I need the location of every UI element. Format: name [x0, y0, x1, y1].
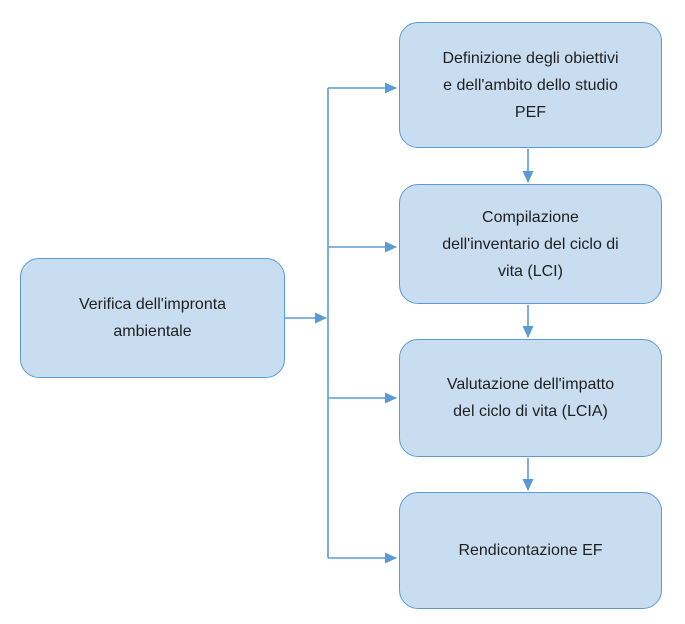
node-source[interactable]: Verifica dell'impronta ambientale	[20, 258, 285, 378]
node-step-2[interactable]: Compilazione dell'inventario del ciclo d…	[399, 184, 662, 304]
node-source-label: Verifica dell'impronta ambientale	[78, 296, 227, 340]
node-step-3[interactable]: Valutazione dell'impatto del ciclo di vi…	[399, 339, 662, 457]
node-step-1-label: Definizione degli obiettivi e dell'ambit…	[442, 49, 619, 121]
node-step-4-label: Rendicontazione EF	[458, 542, 603, 559]
node-step-3-label: Valutazione dell'impatto del ciclo di vi…	[446, 376, 615, 420]
node-step-1[interactable]: Definizione degli obiettivi e dell'ambit…	[399, 22, 662, 148]
node-step-2-label: Compilazione dell'inventario del ciclo d…	[442, 208, 619, 280]
node-step-4[interactable]: Rendicontazione EF	[399, 492, 662, 609]
